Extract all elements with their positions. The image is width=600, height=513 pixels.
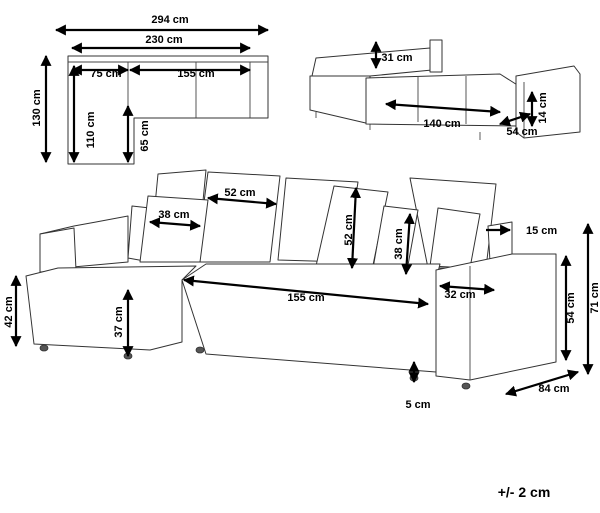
leg-height-label: 5 cm (405, 399, 430, 411)
total-height-label: 71 cm (589, 282, 600, 313)
seat-depth-label: 65 cm (139, 120, 151, 151)
tolerance-label: +/- 2 cm (498, 484, 551, 500)
seat-height-label: 37 cm (113, 306, 125, 337)
top-view: 294 cm 230 cm 75 cm 155 cm 130 cm 110 cm… (31, 14, 270, 165)
bed-view: 31 cm 14 cm 140 cm 54 cm (309, 39, 581, 140)
pillow-small-width-label: 38 cm (158, 209, 189, 221)
seat-width-label: 155 cm (177, 68, 215, 80)
total-width-label: 294 cm (151, 14, 189, 26)
main-seat (181, 263, 441, 373)
depth-label: 84 cm (538, 383, 569, 395)
back-cushion-2 (195, 171, 281, 263)
seat-length-label: 155 cm (287, 292, 325, 304)
right-arm (435, 253, 557, 381)
backrest-height-label: 31 cm (381, 52, 412, 64)
pillow-small-height-label: 38 cm (393, 228, 405, 259)
total-depth-label: 130 cm (31, 89, 43, 127)
bed-depth-label: 54 cm (506, 126, 537, 138)
arm-height-label: 54 cm (565, 292, 577, 323)
bed-length-label: 140 cm (423, 118, 461, 130)
pillow-large-height-label: 52 cm (343, 214, 355, 245)
mattress-thickness-label: 14 cm (537, 92, 549, 123)
chaise-depth-label: 110 cm (85, 111, 97, 148)
chaise-seat (25, 265, 197, 351)
arm-width-label: 15 cm (526, 225, 557, 237)
front-view: 52 cm 38 cm 52 cm 38 cm 15 cm 155 cm 32 … (3, 169, 600, 411)
sofa-width-label: 230 cm (145, 34, 183, 46)
arm-depth-label: 32 cm (444, 289, 475, 301)
chaise-width-label: 75 cm (90, 68, 121, 80)
pillow-large-width-label: 52 cm (224, 187, 255, 199)
chaise-seat-height-label: 42 cm (3, 296, 15, 327)
top-view-outline (67, 55, 269, 165)
scatter-pillow-2 (139, 195, 209, 263)
